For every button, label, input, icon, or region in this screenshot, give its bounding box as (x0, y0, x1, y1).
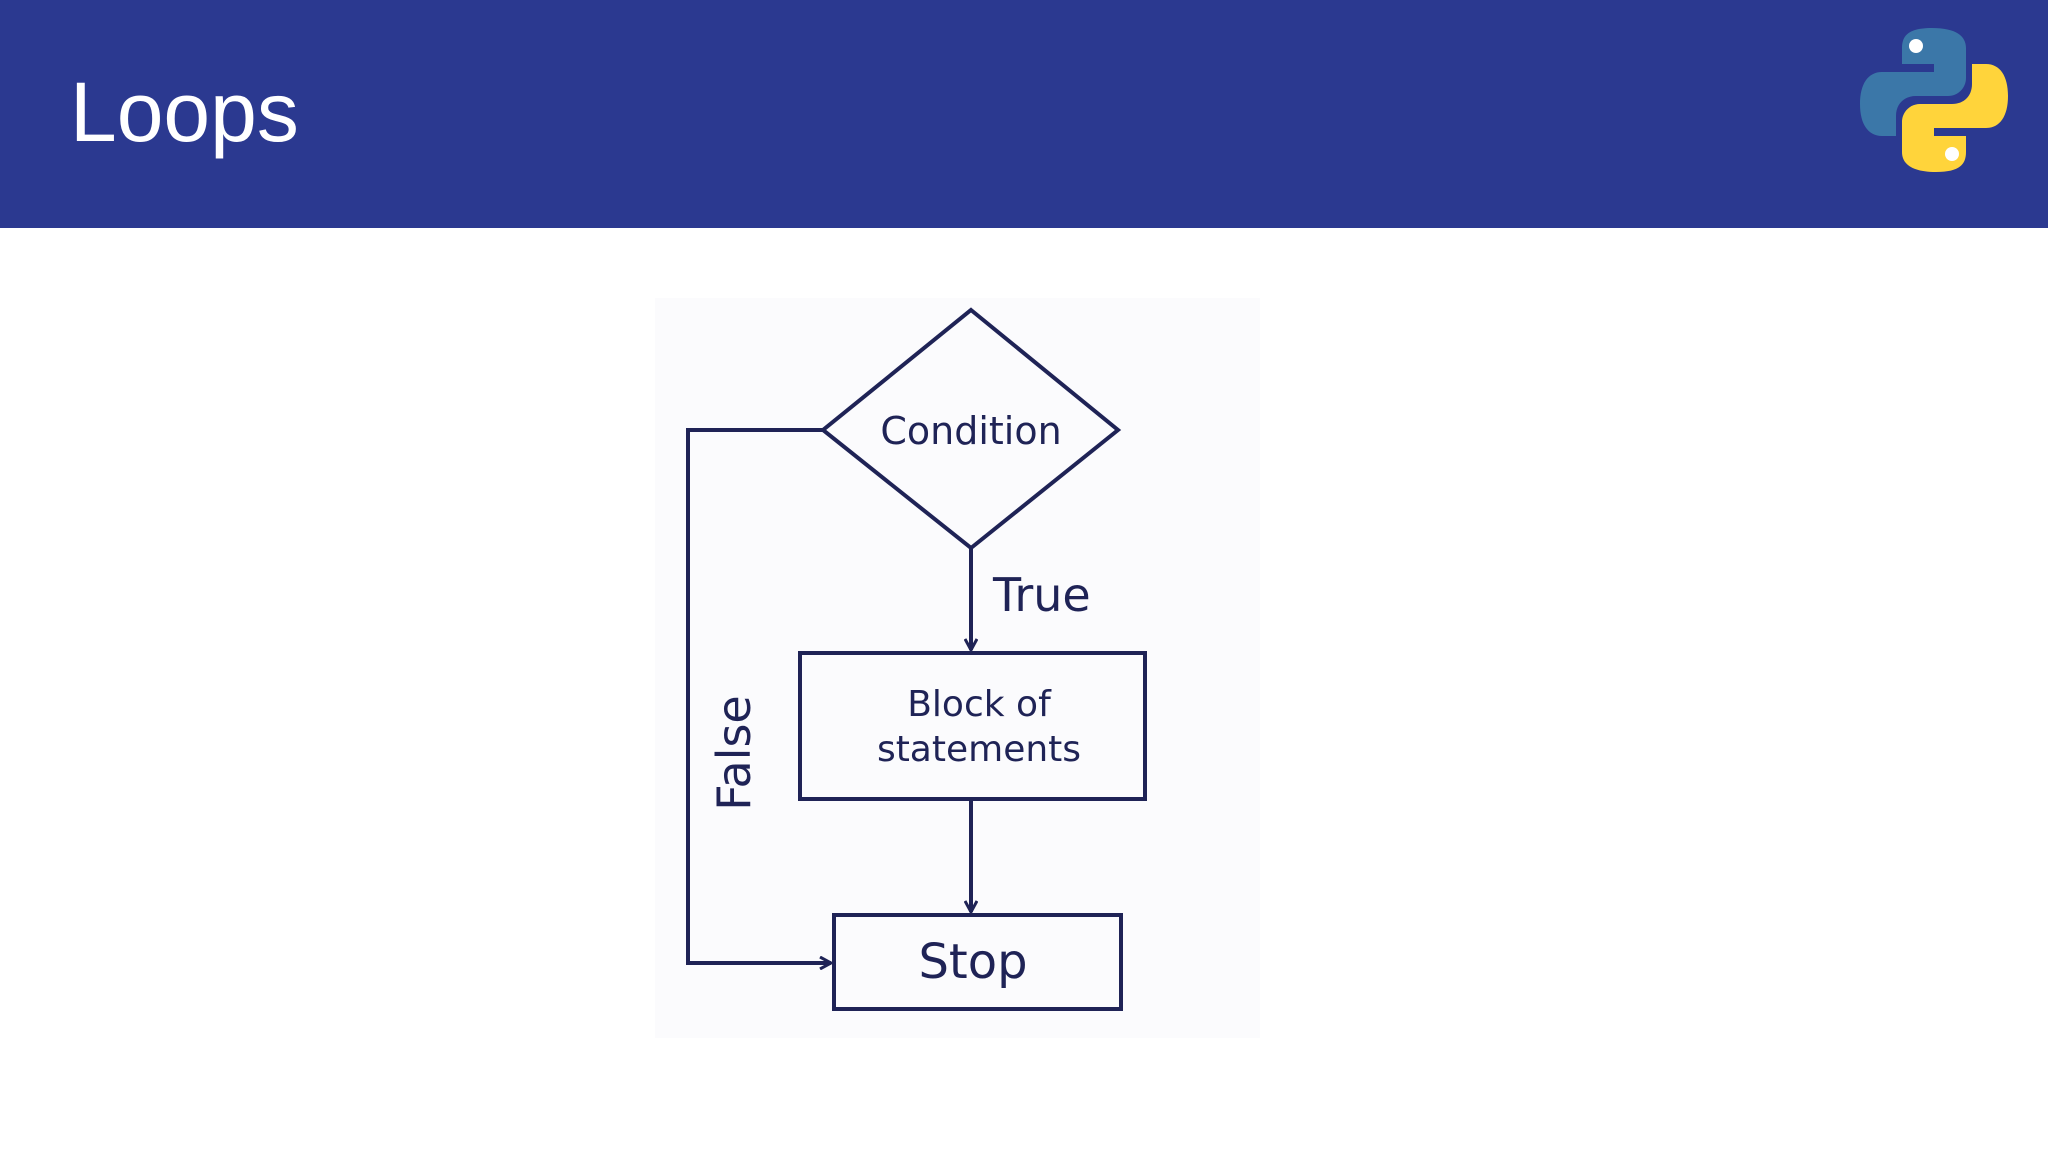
python-logo-yellow (1902, 64, 2008, 172)
true-label: True (992, 568, 1091, 622)
python-logo-blue-eye (1909, 39, 1923, 53)
condition-label: Condition (880, 409, 1061, 453)
stop-label: Stop (918, 934, 1027, 990)
python-logo-yellow-eye (1945, 147, 1959, 161)
block-label-line1: Block of (907, 684, 1052, 725)
false-path-line (686, 428, 831, 963)
header-bar: Loops (0, 0, 2048, 228)
loop-flowchart: Condition True Block of statements False… (655, 298, 1260, 1038)
false-label: False (707, 695, 761, 810)
python-logo-icon (1860, 28, 2008, 172)
block-label-line2: statements (877, 729, 1081, 770)
python-logo-blue (1860, 28, 1966, 136)
slide-title: Loops (70, 65, 299, 159)
stop-box (832, 913, 1123, 1011)
